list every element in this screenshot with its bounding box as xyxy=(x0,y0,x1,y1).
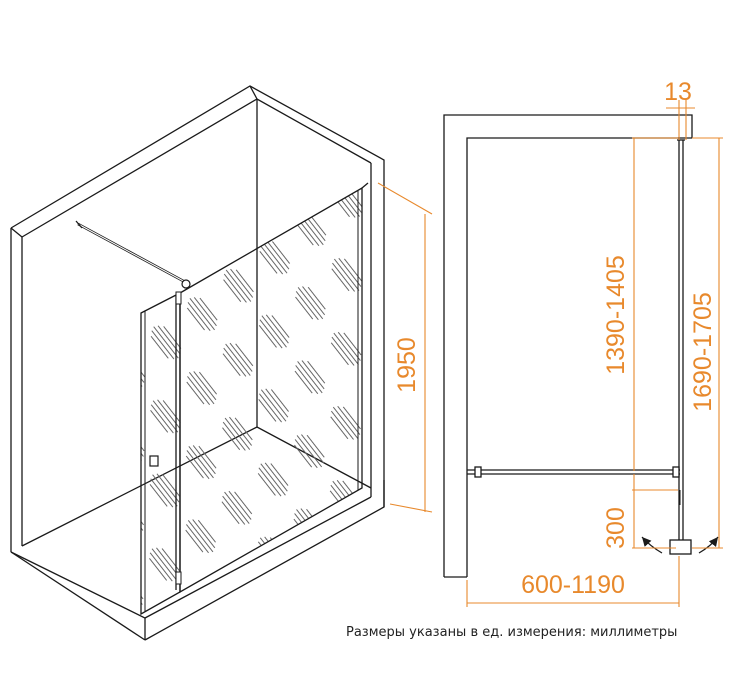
door-panel xyxy=(140,291,181,616)
stabilizer-bar xyxy=(75,220,191,289)
hinge-bottom xyxy=(175,571,182,585)
profile-inner xyxy=(466,137,692,577)
side-dimension-lines xyxy=(466,100,723,607)
swing-arrow-left xyxy=(641,536,663,554)
fixed-panel xyxy=(179,186,363,594)
hinge-top xyxy=(175,291,182,305)
glass-panels xyxy=(140,182,369,616)
dimension-1950 xyxy=(377,182,433,513)
units-caption: Размеры указаны в ед. измерения: миллиме… xyxy=(346,625,678,640)
door-handle xyxy=(149,455,159,467)
width-label: 600-1190 xyxy=(521,571,625,599)
side-view xyxy=(443,114,719,578)
wall-thickness-label: 13 xyxy=(664,78,692,106)
height-label-1950: 1950 xyxy=(393,337,421,393)
wall-outer xyxy=(10,85,385,229)
door-width-label: 300 xyxy=(602,507,630,549)
total-height-label: 1690-1705 xyxy=(689,292,717,412)
profile-outer xyxy=(443,114,693,577)
door-pivot xyxy=(669,539,692,555)
swing-arrow-right xyxy=(698,536,719,554)
fixed-panel-height-label: 1390-1405 xyxy=(602,255,630,375)
